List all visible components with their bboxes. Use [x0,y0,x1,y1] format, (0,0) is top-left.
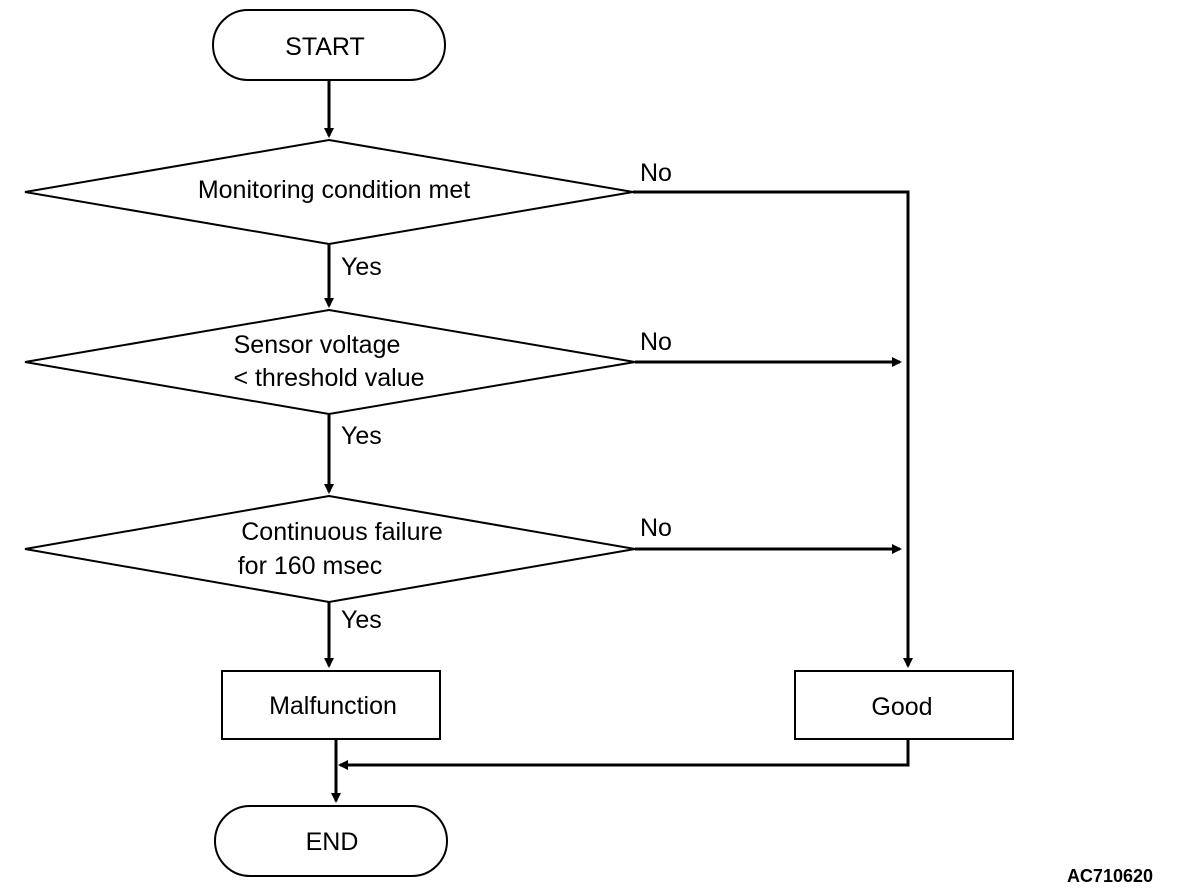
end-terminal [214,805,448,877]
decision-continuous-failure [24,494,636,604]
start-label: START [285,33,365,61]
flow-arrow-good-merge [338,739,910,770]
decision-3-yes-label: Yes [341,606,382,634]
decision-3-label-line-1: Continuous failure [241,518,443,546]
decision-3-label-line-2: for 160 msec [238,552,383,580]
decision-3-no-label: No [640,514,672,542]
flow-arrow-no-1 [633,190,913,668]
decision-2-label-line-1: Sensor voltage [234,331,401,359]
decision-2-no-label: No [640,328,672,356]
malfunction-box [221,670,441,740]
decision-1-label: Monitoring condition met [198,176,470,204]
good-box [794,670,1014,740]
decision-1-yes-label: Yes [341,253,382,281]
decision-2-label-line-2: < threshold value [233,364,424,392]
malfunction-label: Malfunction [269,692,397,720]
decision-1-no-label: No [640,159,672,187]
good-label: Good [871,693,932,721]
figure-code: AC710620 [1067,866,1153,886]
decision-sensor-voltage [24,308,636,416]
end-label: END [306,828,359,856]
decision-2-yes-label: Yes [341,422,382,450]
